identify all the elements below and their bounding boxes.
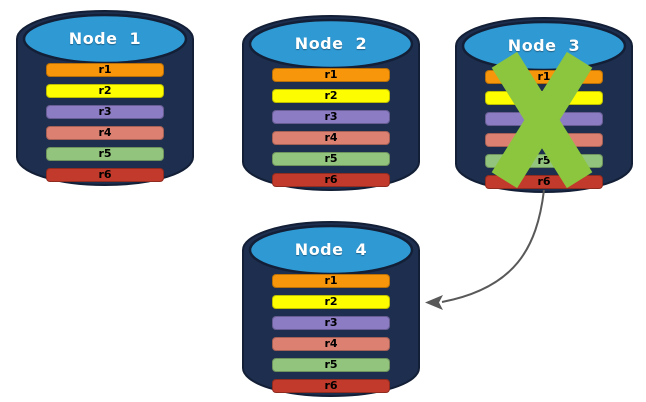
node-title: Node 1 xyxy=(68,29,142,48)
node-1: Node 1 r1 r2 r3 r4 r5 r6 xyxy=(14,5,196,189)
replica-row-label: r4 xyxy=(324,337,338,350)
replica-row-r1: r1 xyxy=(272,274,390,288)
replica-row-label: r1 xyxy=(537,70,551,83)
replica-row-r3: r3 xyxy=(272,110,390,124)
replica-row-label: r3 xyxy=(98,105,112,118)
replica-row-r4: r4 xyxy=(272,337,390,351)
replica-row-label: r6 xyxy=(537,175,551,188)
database-cylinder-icon xyxy=(242,221,420,397)
replica-row-r6: r6 xyxy=(272,379,390,393)
replica-row-label: r1 xyxy=(324,68,338,81)
replica-row-label: r1 xyxy=(324,274,338,287)
node-4: Node 4 r1 r2 r3 r4 r5 r6 xyxy=(240,216,422,400)
replica-row-r3: r3 xyxy=(46,105,164,119)
replica-row-r6: r6 xyxy=(46,168,164,182)
replica-row-label: r2 xyxy=(324,89,338,102)
replica-row-label: r5 xyxy=(324,152,338,165)
replica-row-r1: r1 xyxy=(272,68,390,82)
replica-rows: r1 r2 r3 r4 r5 r6 xyxy=(46,63,164,189)
node-title: Node 2 xyxy=(294,34,368,53)
replica-row-r3: r3 xyxy=(272,316,390,330)
replica-row-label: r4 xyxy=(324,131,338,144)
replica-row-r5: r5 xyxy=(272,358,390,372)
replica-row-label: r2 xyxy=(98,84,112,97)
replica-row-r2: r2 xyxy=(272,295,390,309)
replica-row-label: r3 xyxy=(324,316,338,329)
failure-x-icon xyxy=(491,51,593,189)
replica-row-label: r6 xyxy=(98,168,112,181)
replica-row-label: r5 xyxy=(98,147,112,160)
replica-row-label: r6 xyxy=(324,173,338,186)
node-title: Node 3 xyxy=(507,36,581,55)
replica-rows: r1 r2 r3 r4 r5 r6 xyxy=(272,274,390,400)
arrowhead-icon xyxy=(425,295,443,310)
replica-row-label: r4 xyxy=(98,126,112,139)
replica-row-r4: r4 xyxy=(272,131,390,145)
replica-row-r6: r6 xyxy=(272,173,390,187)
database-cylinder-icon xyxy=(16,10,194,186)
replica-row-r5: r5 xyxy=(46,147,164,161)
node-title: Node 4 xyxy=(294,240,368,259)
node-2: Node 2 r1 r2 r3 r4 r5 r6 xyxy=(240,10,422,194)
replica-row-label: r6 xyxy=(324,379,338,392)
replica-row-r2: r2 xyxy=(46,84,164,98)
replica-row-r5: r5 xyxy=(272,152,390,166)
replica-row-r2: r2 xyxy=(272,89,390,103)
replica-row-label: r2 xyxy=(324,295,338,308)
replica-row-r1: r1 xyxy=(46,63,164,77)
replica-row-r4: r4 xyxy=(46,126,164,140)
replica-row-label: r1 xyxy=(98,63,112,76)
replica-rows: r1 r2 r3 r4 r5 r6 xyxy=(272,68,390,194)
replica-row-label: r5 xyxy=(324,358,338,371)
replica-row-label: r3 xyxy=(324,110,338,123)
